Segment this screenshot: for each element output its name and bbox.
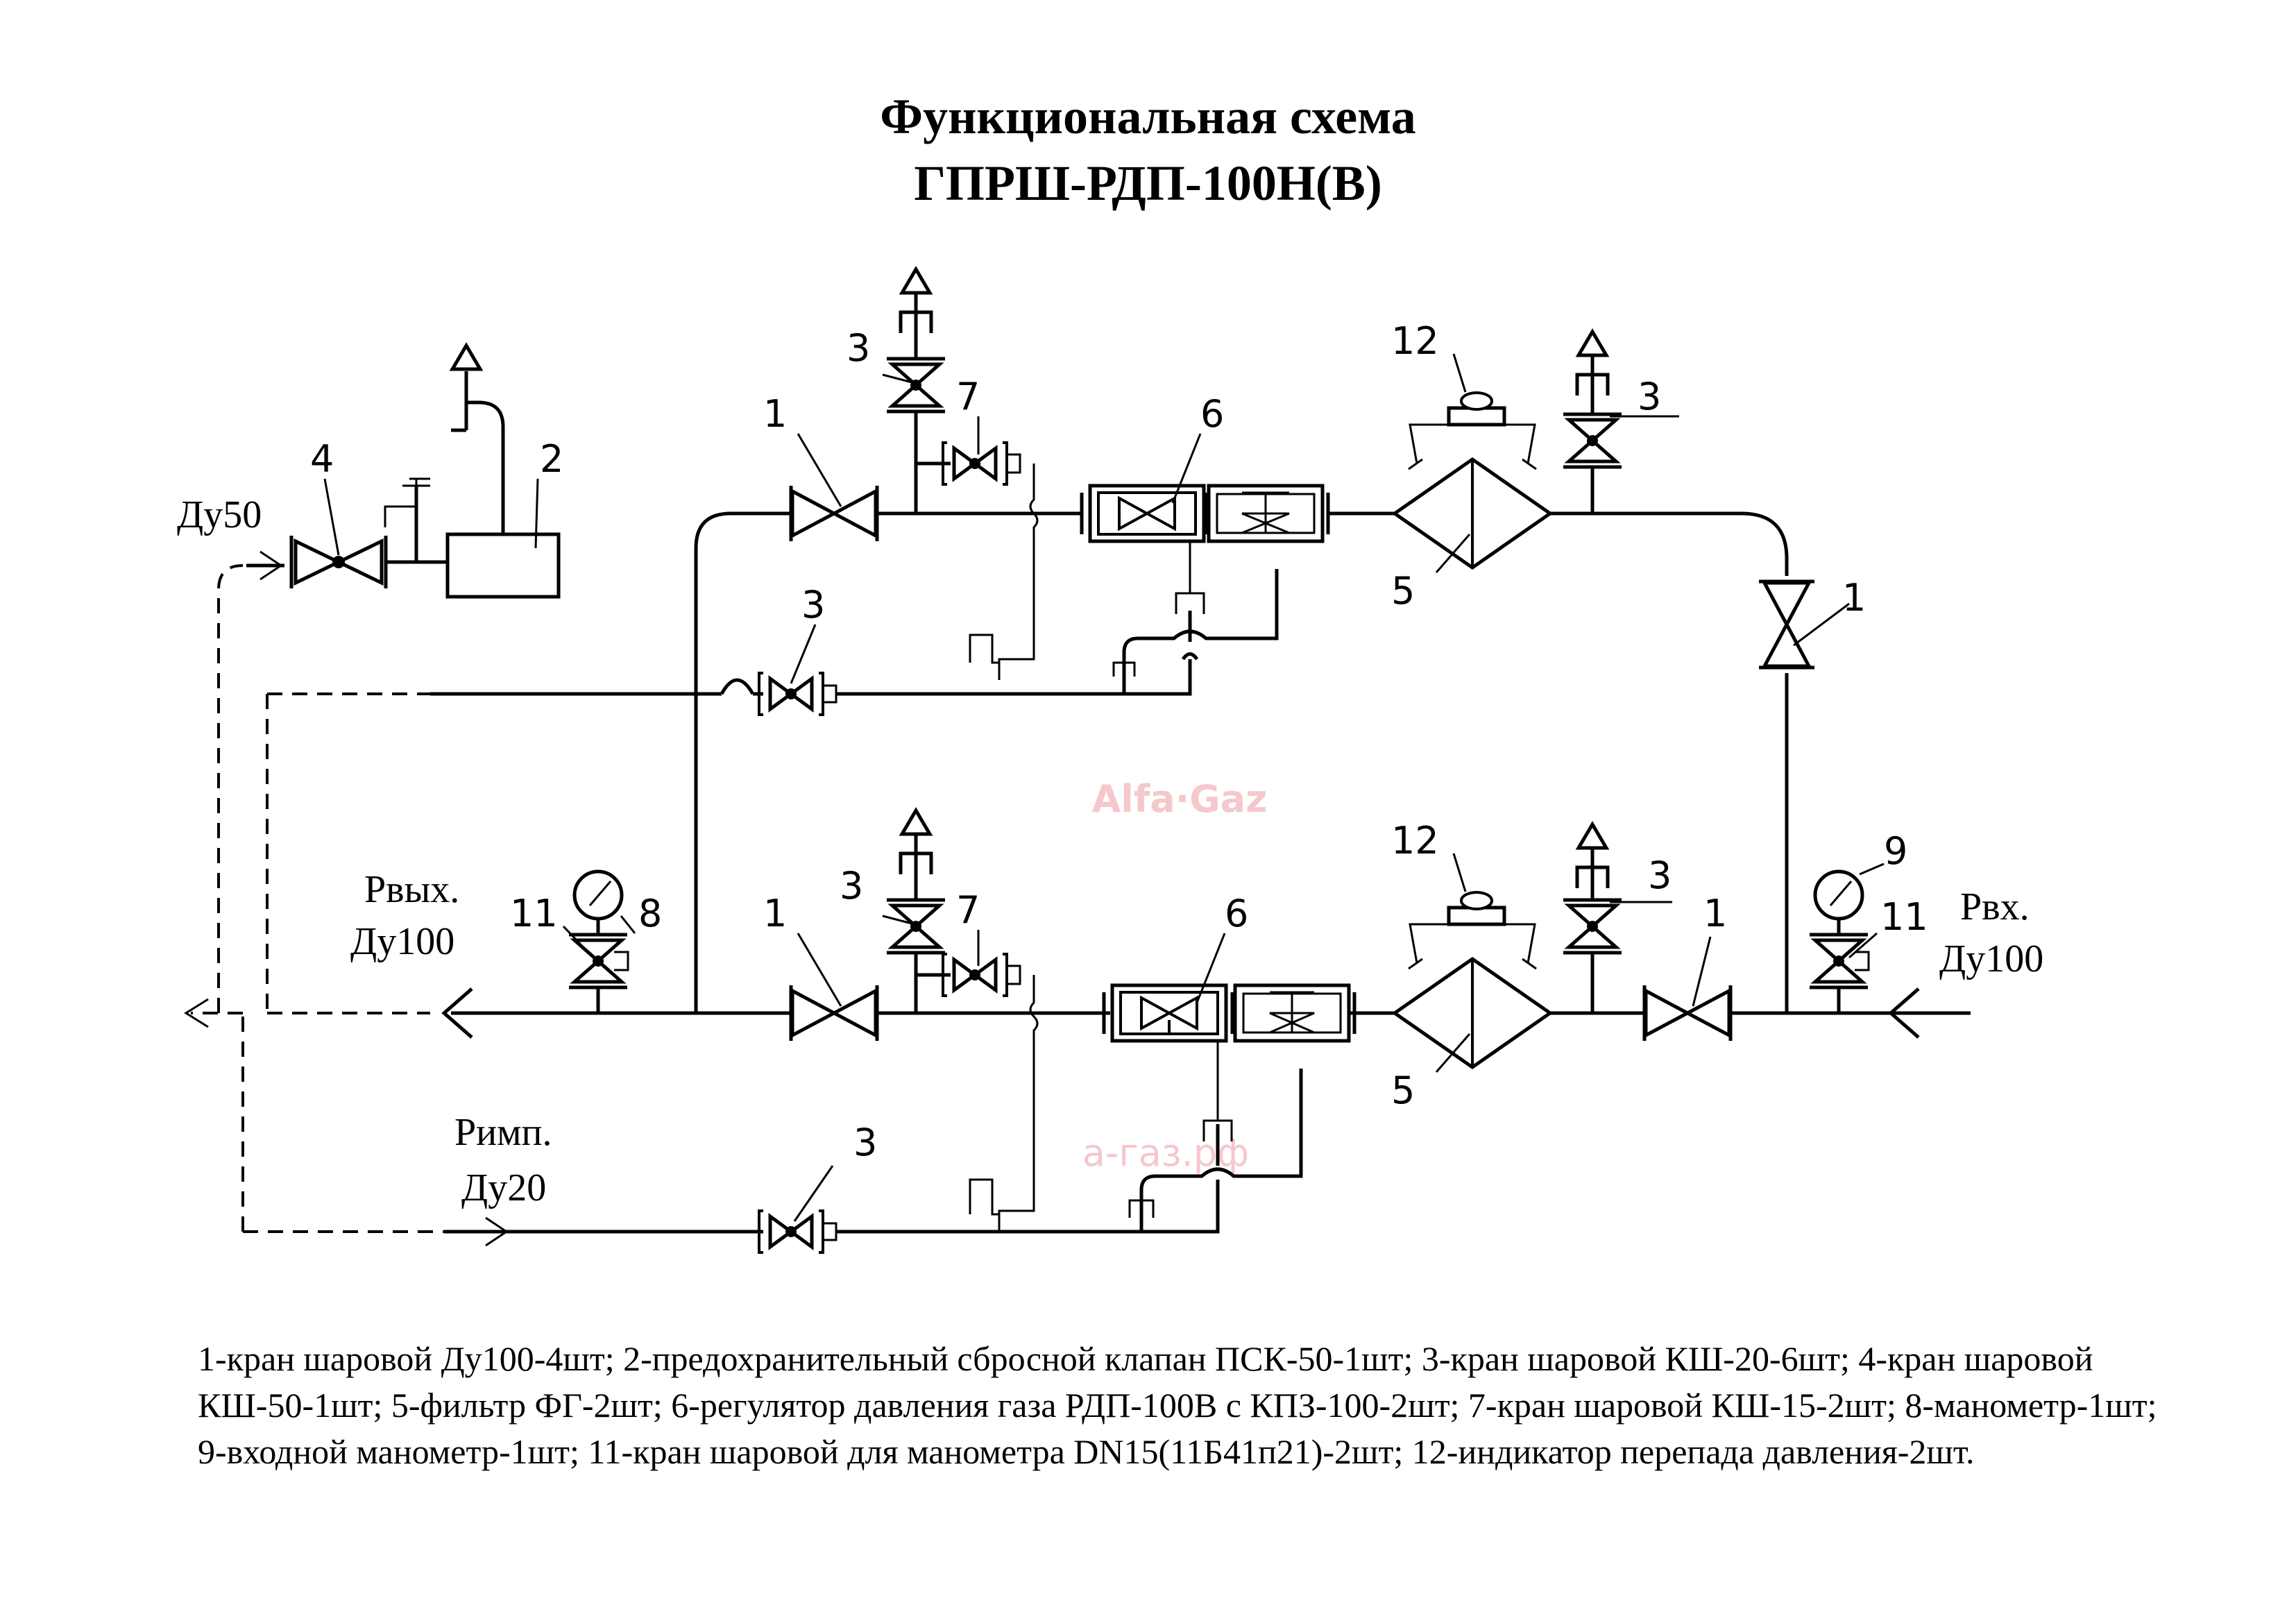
callout-3-lower-purge: 3 [840, 864, 863, 908]
psk-50-relief-valve [445, 532, 561, 599]
upper-pressure-regulator [1082, 486, 1212, 541]
label-du100-in: Ду100 [1939, 937, 2043, 980]
callout-6-upper: 6 [1200, 392, 1224, 436]
callout-5-lower: 5 [1391, 1069, 1415, 1112]
callout-11-inlet: 11 [1880, 895, 1928, 939]
legend-text: 1-кран шаровой Ду100-4шт; 2-предохраните… [198, 1339, 2157, 1471]
callout-3-lower-impulse: 3 [853, 1121, 877, 1164]
callout-3-upper-right: 3 [1638, 375, 1661, 418]
callout-1-inlet: 1 [1703, 892, 1727, 935]
title-line-2: ГПРШ-РДП-100Н(В) [914, 155, 1382, 211]
label-pvyh: Рвых. [364, 868, 459, 911]
lower-reduction-line [441, 810, 1971, 1232]
lower-gas-filter [1395, 959, 1550, 1067]
callout-3-upper-impulse: 3 [801, 583, 825, 627]
callout-2: 2 [540, 437, 563, 481]
lower-impulse-line [444, 1041, 1303, 1252]
watermark: Alfa·Gaz а-газ.рф [1082, 777, 1268, 1175]
callout-12-upper: 12 [1391, 319, 1439, 363]
title-line-1: Функциональная схема [880, 89, 1416, 144]
callout-12-lower: 12 [1391, 819, 1439, 863]
callouts: 1 1 1 1 2 3 3 3 3 3 3 4 5 5 6 6 7 7 [310, 319, 1928, 1222]
callout-11-outlet: 11 [510, 892, 558, 935]
callout-1-upper: 1 [763, 392, 787, 436]
callout-4: 4 [310, 437, 334, 481]
callout-6-lower: 6 [1225, 892, 1248, 935]
upper-impulse-line [430, 541, 1279, 715]
relief-line [184, 346, 561, 1233]
watermark-site: а-газ.рф [1082, 1131, 1249, 1175]
watermark-brand: Alfa·Gaz [1092, 777, 1268, 821]
lower-inlet-ball-valve [1644, 985, 1730, 1041]
label-du100-out: Ду100 [350, 920, 454, 963]
callout-3-upper-purge: 3 [847, 326, 870, 370]
callout-9: 9 [1884, 829, 1907, 873]
label-pimp: Римп. [454, 1111, 552, 1154]
callout-1-lower: 1 [763, 892, 787, 935]
callout-3-lower-right: 3 [1648, 853, 1672, 897]
callout-5-upper: 5 [1391, 569, 1415, 613]
upper-reduction-line [694, 269, 1814, 1013]
ksh-50-valve [289, 536, 388, 588]
label-du50: Ду50 [177, 493, 262, 536]
label-du20: Ду20 [461, 1166, 546, 1209]
callout-7-upper: 7 [956, 375, 980, 418]
callout-8: 8 [638, 892, 662, 935]
label-pvh: Рвх. [1960, 885, 2030, 928]
line-labels: Ду50 Рвых. Ду100 Римп. Ду20 Рвх. Ду100 [177, 493, 2043, 1209]
page-title: Функциональная схема ГПРШ-РДП-100Н(В) [0, 83, 2296, 216]
upper-gas-filter [1395, 459, 1550, 568]
callout-7-lower: 7 [956, 888, 980, 932]
callout-1-bypass: 1 [1842, 576, 1866, 620]
